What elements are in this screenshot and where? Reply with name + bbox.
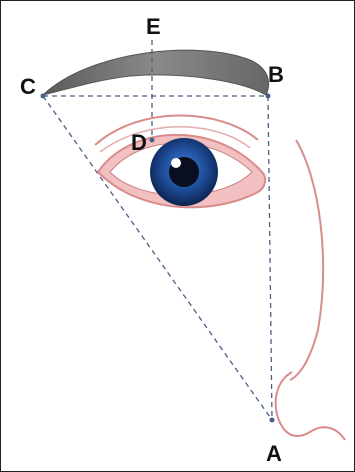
label-c: C — [20, 74, 36, 99]
line-b-a — [268, 96, 272, 420]
nose-tip — [276, 372, 345, 440]
eyebrow-shape — [43, 50, 269, 95]
label-a: A — [266, 441, 282, 466]
label-e: E — [146, 14, 161, 39]
point-marker-d — [150, 138, 155, 143]
point-marker-a — [270, 418, 275, 423]
guide-lines — [43, 40, 272, 420]
label-d: D — [131, 130, 147, 155]
nose-bridge-line — [290, 140, 323, 380]
point-marker-c — [41, 94, 46, 99]
label-b: B — [268, 62, 284, 87]
point-marker-b — [266, 94, 271, 99]
eye-highlight — [171, 158, 181, 168]
